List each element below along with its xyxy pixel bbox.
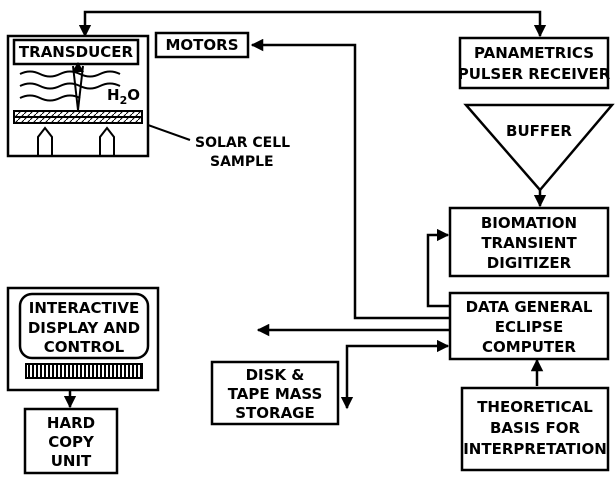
- theory-label-2: BASIS FOR: [490, 419, 580, 437]
- storage-label-2: TAPE MASS: [228, 385, 323, 403]
- theory-block: THEORETICAL BASIS FOR INTERPRETATION: [460, 386, 610, 472]
- storage-block: DISK & TAPE MASS STORAGE: [210, 360, 340, 426]
- solar-cell-label-2: SAMPLE: [210, 154, 274, 170]
- digitizer-block: BIOMATION TRANSIENT DIGITIZER: [448, 206, 610, 278]
- arrow-transducer-pulser: [78, 10, 547, 38]
- transducer-assembly: TRANSDUCER H2O SOLAR CELL SAMPLE: [6, 34, 290, 170]
- digitizer-label-2: TRANSIENT: [481, 234, 577, 252]
- arrow-computer-motors: [250, 38, 450, 320]
- water-wave-3: [19, 94, 81, 102]
- pulser-label-1: PANAMETRICS: [474, 44, 594, 62]
- display-label-3: CONTROL: [44, 338, 125, 356]
- transducer-label: TRANSDUCER: [19, 43, 134, 61]
- computer-label-1: DATA GENERAL: [466, 298, 593, 316]
- storage-box: [210, 360, 340, 426]
- theory-box: [460, 386, 610, 472]
- water-wave-2: [19, 82, 121, 90]
- buffer-block: BUFFER: [463, 103, 615, 192]
- theory-label-1: THEORETICAL: [477, 398, 593, 416]
- arrow-computer-digitizer: [426, 228, 450, 308]
- computer-label-2: ECLIPSE: [495, 318, 563, 336]
- connectors: [63, 10, 547, 410]
- beam-right: [77, 65, 84, 111]
- hardcopy-box: [23, 407, 119, 475]
- arrow-computer-storage: [340, 339, 450, 410]
- computer-block: DATA GENERAL ECLIPSE COMPUTER: [448, 291, 610, 361]
- storage-label-1: DISK &: [246, 366, 305, 384]
- motors-box: [154, 31, 250, 59]
- digitizer-box: [448, 206, 610, 278]
- display-label-1: INTERACTIVE: [29, 299, 139, 317]
- pulser-label-2: PULSER RECEIVER: [458, 65, 611, 83]
- transducer-box: [12, 38, 140, 66]
- hardcopy-block: HARD COPY UNIT: [23, 407, 119, 475]
- theory-label-3: INTERPRETATION: [463, 440, 607, 458]
- motors-block: MOTORS: [154, 31, 250, 59]
- buffer-label: BUFFER: [506, 122, 572, 140]
- pulser-receiver-block: PANAMETRICS PULSER RECEIVER: [458, 36, 611, 90]
- digitizer-label-1: BIOMATION: [481, 214, 577, 232]
- beam-arrow-head: [72, 62, 84, 72]
- buffer-triangle: [463, 103, 615, 192]
- display-block: INTERACTIVE DISPLAY AND CONTROL: [6, 286, 160, 392]
- pulser-receiver-box: [458, 36, 610, 90]
- storage-label-3: STORAGE: [235, 404, 315, 422]
- computer-box: [448, 291, 610, 361]
- support-right: [99, 126, 115, 156]
- hardcopy-label-3: UNIT: [51, 452, 92, 470]
- solar-cell-label-1: SOLAR CELL: [195, 135, 290, 151]
- hardcopy-label-1: HARD: [47, 414, 95, 432]
- computer-label-3: COMPUTER: [482, 338, 576, 356]
- digitizer-label-3: DIGITIZER: [487, 254, 572, 272]
- solar-cell-pointer: [147, 124, 191, 141]
- water-label: H2O: [107, 86, 140, 107]
- display-keyboard: [25, 363, 143, 379]
- motors-label: MOTORS: [165, 36, 238, 54]
- water-wave-1: [19, 70, 121, 78]
- display-label-2: DISPLAY AND: [28, 319, 140, 337]
- hardcopy-label-2: COPY: [48, 433, 95, 451]
- beam-left: [72, 65, 79, 111]
- display-screen: [18, 292, 150, 360]
- support-left: [37, 126, 53, 156]
